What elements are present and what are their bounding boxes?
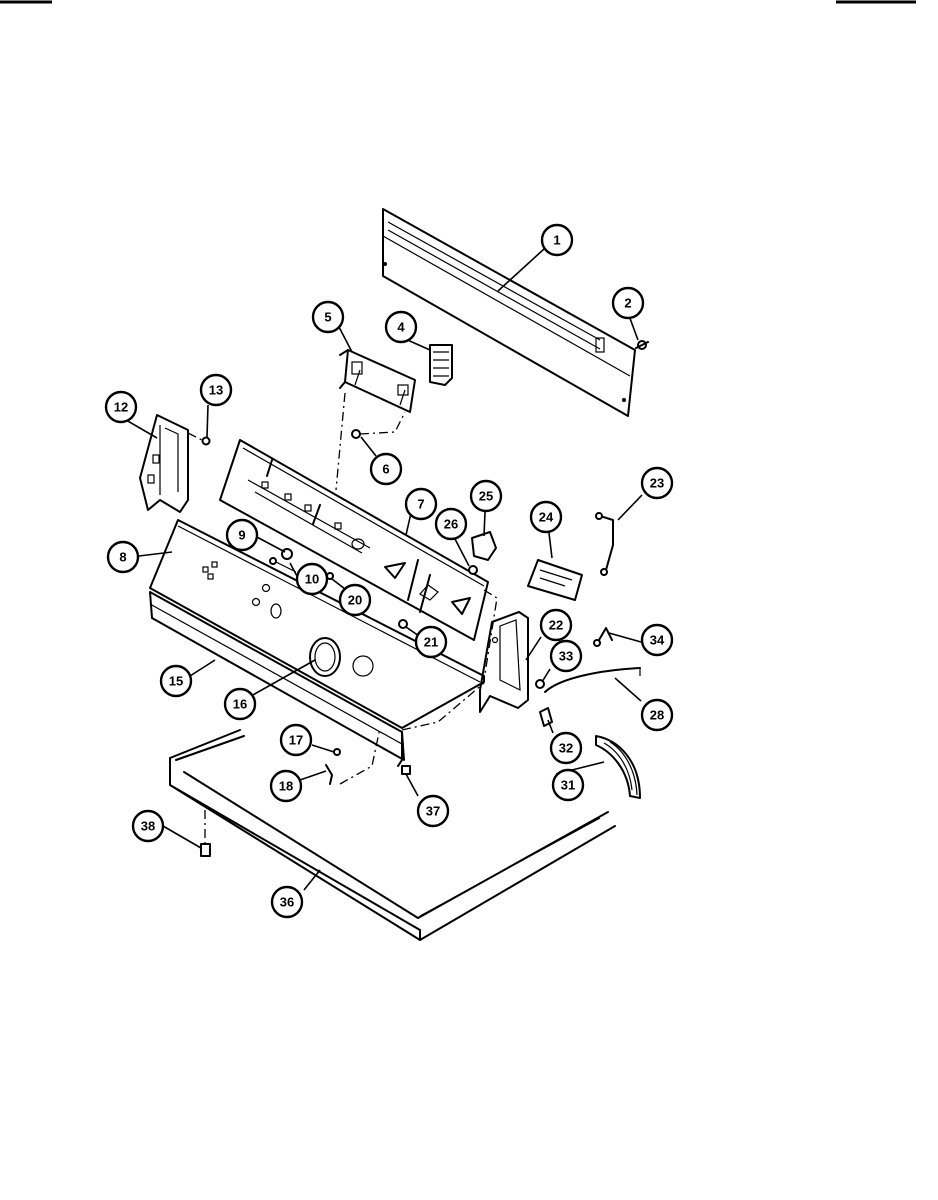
svg-text:17: 17 [289,733,303,748]
part-left-bracket [139,414,189,513]
part-18 [325,764,333,785]
callout-15: 15 [159,664,193,698]
callout-5: 5 [311,300,345,334]
callout-16: 16 [223,687,257,721]
part-screw-2 [635,340,649,350]
svg-text:5: 5 [324,310,331,325]
part-wire-28 [544,667,641,693]
callout-38: 38 [131,809,165,843]
part-back-panel [382,208,636,417]
svg-text:22: 22 [549,618,563,633]
svg-text:25: 25 [479,489,493,504]
callout-23: 23 [640,466,674,500]
callout-31: 31 [551,768,585,802]
callout-22: 22 [539,608,573,642]
svg-text:31: 31 [561,778,575,793]
dashed-guide-lower [339,727,381,785]
callout-17: 17 [279,723,313,757]
callout-26: 26 [434,507,468,541]
svg-text:37: 37 [426,804,440,819]
dashed-guide-console [401,589,498,731]
part-control-panel [219,439,489,641]
svg-text:7: 7 [417,497,424,512]
part-screw-6 [351,429,361,439]
part-lower-trim [149,591,405,767]
svg-text:20: 20 [348,593,362,608]
part-17 [333,748,341,756]
part-clip-25 [471,531,497,561]
part-38 [200,810,211,857]
svg-text:15: 15 [169,674,183,689]
svg-text:24: 24 [539,510,554,525]
callout-7: 7 [404,487,438,521]
part-screw-13 [187,432,211,446]
svg-text:26: 26 [444,517,458,532]
callout-37: 37 [416,794,450,828]
svg-text:36: 36 [280,895,294,910]
callout-33: 33 [549,639,583,673]
part-switch [429,344,453,386]
part-harness [595,512,614,576]
part-timer [339,349,416,413]
callout-9: 9 [225,518,259,552]
callout-6: 6 [369,452,403,486]
part-34 [593,627,613,647]
svg-text:16: 16 [233,697,247,712]
svg-text:4: 4 [397,320,405,335]
callout-2: 2 [611,286,645,320]
callout-4: 4 [384,310,418,344]
svg-text:9: 9 [238,528,245,543]
callout-34: 34 [640,623,674,657]
svg-text:2: 2 [624,296,631,311]
svg-text:10: 10 [305,572,319,587]
svg-text:21: 21 [424,635,438,650]
callout-8: 8 [106,540,140,574]
part-26 [468,565,478,575]
part-main-top [169,729,616,941]
callout-12: 12 [104,390,138,424]
svg-text:33: 33 [559,649,573,664]
svg-text:12: 12 [114,400,128,415]
svg-text:8: 8 [119,550,126,565]
part-37 [401,765,411,775]
part-control-board [527,559,583,601]
callout-1: 1 [540,223,574,257]
svg-text:38: 38 [141,819,155,834]
svg-text:13: 13 [209,383,223,398]
svg-text:23: 23 [650,476,664,491]
callout-28: 28 [640,698,674,732]
svg-text:6: 6 [382,462,389,477]
callout-13: 13 [199,373,233,407]
dashed-guide-timer [335,392,406,491]
part-31 [595,735,641,799]
callout-18: 18 [269,769,303,803]
part-right-bracket [479,611,529,713]
svg-text:32: 32 [559,741,573,756]
part-10 [269,557,297,573]
part-21 [398,619,408,629]
svg-text:18: 18 [279,779,293,794]
callout-20: 20 [338,583,372,617]
svg-text:1: 1 [553,233,560,248]
svg-text:34: 34 [650,633,665,648]
callout-36: 36 [270,885,304,919]
callout-25: 25 [469,479,503,513]
callout-32: 32 [549,731,583,765]
svg-text:28: 28 [650,708,664,723]
callout-21: 21 [414,625,448,659]
part-32 [539,707,553,727]
callout-24: 24 [529,500,563,534]
callout-10: 10 [295,562,329,596]
